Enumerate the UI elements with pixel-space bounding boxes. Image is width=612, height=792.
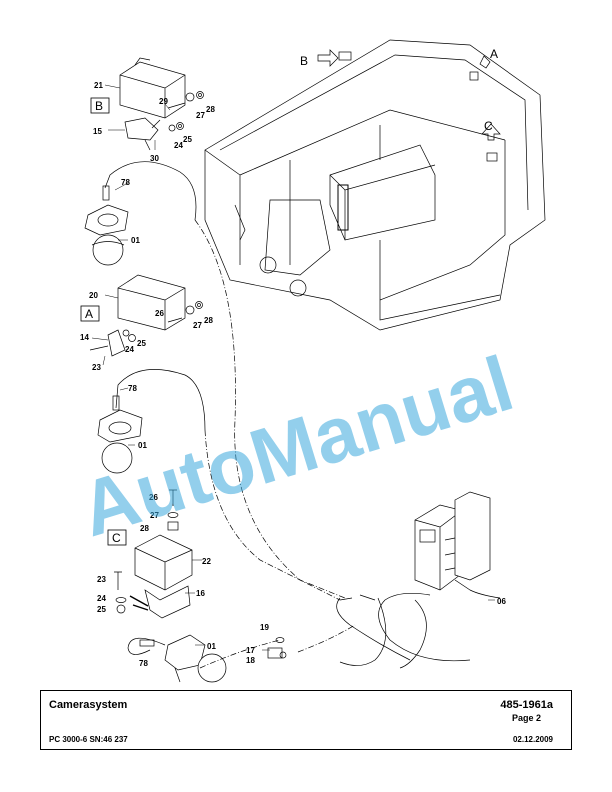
part-number-p06: 06: [497, 597, 506, 606]
view-label-boxes: [80, 97, 127, 546]
part-number-p01c: 01: [207, 642, 216, 651]
camera-cable-78-lower: [127, 637, 166, 655]
part-number-p25b: 25: [137, 339, 146, 348]
view-b-arrow-label: B: [300, 54, 308, 68]
part-number-p30: 30: [150, 154, 159, 163]
camera-housing-a: [89, 274, 203, 357]
part-number-p27c: 27: [150, 511, 159, 520]
document-date: 02.12.2009: [512, 735, 553, 744]
part-number-p78c: 78: [139, 659, 148, 668]
part-number-p25c: 25: [97, 605, 106, 614]
part-number-p29: 29: [159, 97, 168, 106]
view-c-arrow-label: C: [484, 119, 493, 133]
machine-serial: PC 3000-6 SN:46 237: [49, 735, 128, 744]
part-number-p27a: 27: [196, 111, 205, 120]
view-b-box-label: B: [95, 99, 103, 113]
part-number-p28c: 28: [140, 524, 149, 533]
part-number-p28a: 28: [206, 105, 215, 114]
part-number-p26c: 26: [149, 493, 158, 502]
view-c-box-label: C: [112, 531, 121, 545]
wiring-harness: [336, 579, 501, 669]
part-number-p01b: 01: [138, 441, 147, 450]
part-number-p24b: 24: [125, 345, 134, 354]
machine-cab-outline: [204, 39, 546, 331]
camera-ball-01-lower: [164, 634, 227, 683]
part-number-p22: 22: [202, 557, 211, 566]
part-number-p18: 18: [246, 656, 255, 665]
exploded-parts-drawing: B A C B A C 21 29 28 27 25 24 15 30 78 0…: [70, 39, 546, 683]
part-number-p78a: 78: [121, 178, 130, 187]
camera-cable-78-middle: [112, 369, 206, 431]
part-number-p17: 17: [246, 646, 255, 655]
camera-housing-b: [119, 57, 204, 151]
camera-cable-78-upper: [102, 161, 197, 221]
part-number-p16: 16: [196, 589, 205, 598]
part-number-p23a: 23: [92, 363, 101, 372]
part-number-p21: 21: [94, 81, 103, 90]
page-number: Page 2: [511, 713, 541, 723]
view-a-box-label: A: [85, 307, 93, 321]
part-number-p01a: 01: [131, 236, 140, 245]
part-number-p14: 14: [80, 333, 89, 342]
cable-routing-lines: [194, 219, 356, 669]
part-number-p15: 15: [93, 127, 102, 136]
camera-ball-01-middle: [97, 409, 143, 474]
cable-clamp-17-19: [267, 637, 287, 659]
part-number-p24c: 24: [97, 594, 106, 603]
part-number-p26a: 26: [155, 309, 164, 318]
camera-ball-01-upper: [84, 204, 129, 266]
part-number-p24a: 24: [174, 141, 183, 150]
part-number-p28b: 28: [204, 316, 213, 325]
part-number-labels: 21 29 28 27 25 24 15 30 78 01 20 26 28 2…: [80, 81, 506, 668]
part-number-p20: 20: [89, 291, 98, 300]
part-number-p78b: 78: [128, 384, 137, 393]
leader-lines: [91, 84, 495, 651]
camera-controller-06: [414, 491, 491, 591]
part-number-p25a: 25: [183, 135, 192, 144]
part-number-p27b: 27: [193, 321, 202, 330]
document-number: 485-1961a: [500, 699, 553, 711]
drawing-title: Camerasystem: [49, 699, 128, 711]
title-block: Camerasystem 485-1961a Page 2 PC 3000-6 …: [40, 690, 572, 750]
part-number-p19: 19: [260, 623, 269, 632]
view-a-arrow-label: A: [490, 47, 498, 61]
part-number-p23c: 23: [97, 575, 106, 584]
camera-bracket-c: [114, 489, 193, 619]
